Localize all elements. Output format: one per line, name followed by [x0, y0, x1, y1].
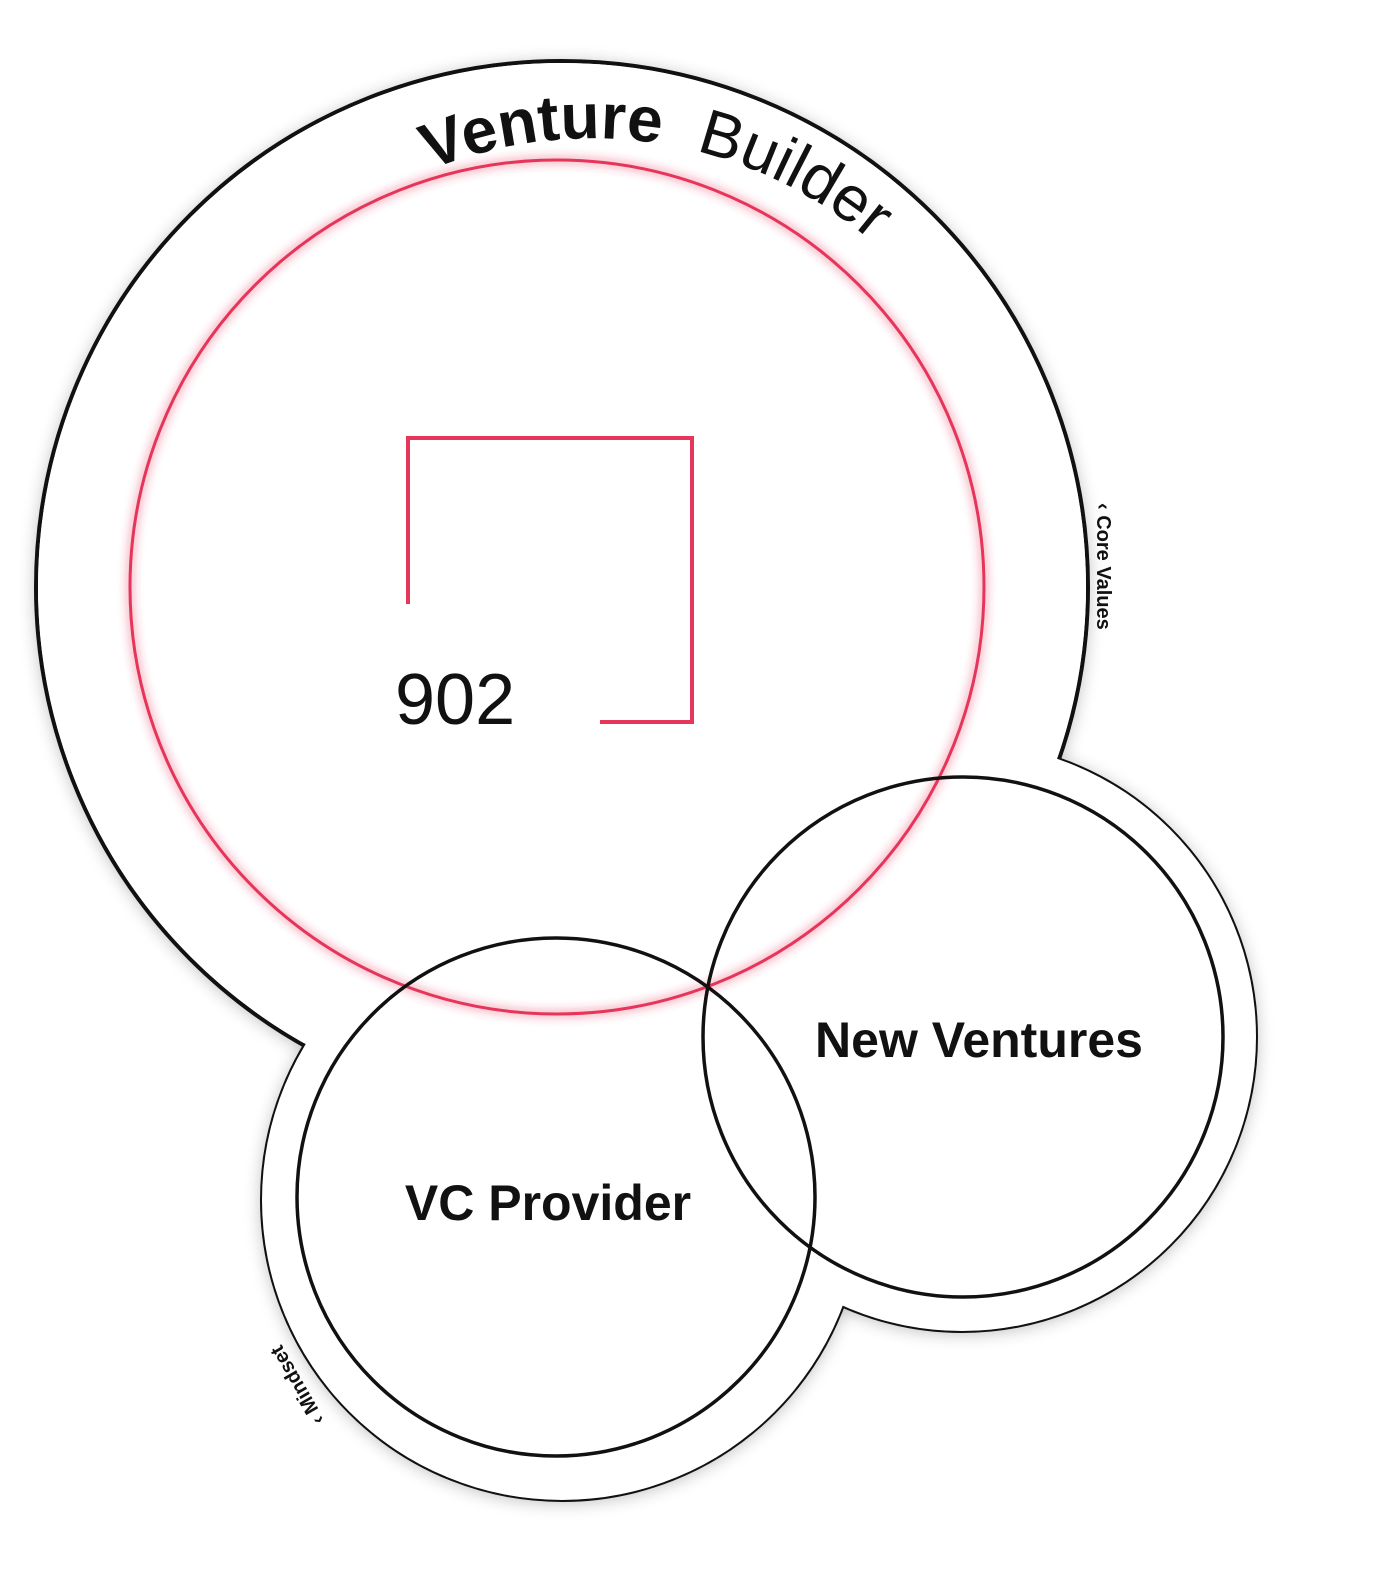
outer-blob-fill: [38, 63, 1254, 1498]
vc-provider-circle: [295, 936, 817, 1458]
new-ventures-circle: [701, 775, 1225, 1299]
logo-bracket-top: [406, 436, 694, 724]
logo-text: 902: [395, 660, 515, 740]
logo-902: 902: [395, 436, 694, 740]
vc-provider-label: VC Provider: [405, 1175, 691, 1231]
core-values-label: ‹ Core Values: [1092, 503, 1114, 630]
venture-builder-circle: [128, 158, 986, 1016]
new-ventures-label: New Ventures: [815, 1012, 1143, 1068]
